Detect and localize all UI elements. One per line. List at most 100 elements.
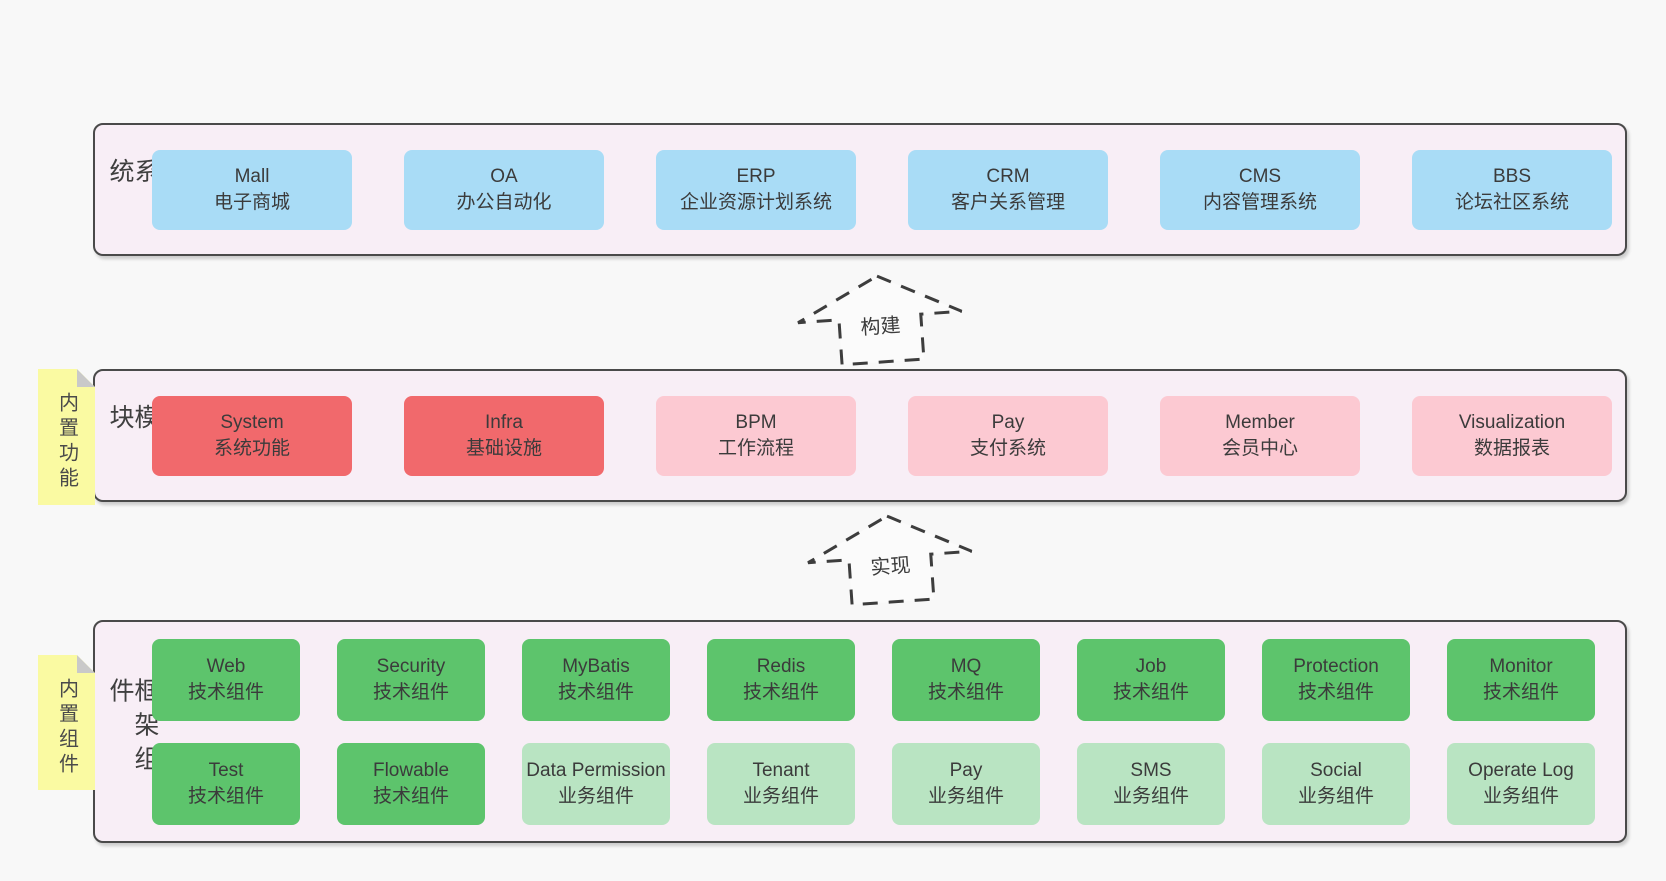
box-operate-log: Operate Log 业务组件 bbox=[1447, 742, 1595, 825]
box-en-label: Visualization bbox=[1458, 411, 1566, 433]
box-en-label: Test bbox=[208, 759, 244, 781]
box-en-label: Infra bbox=[484, 411, 524, 433]
layer-business-systems: 业务系统 Mall电子商城OA办公自动化ERP企业资源计划系统CRM客户关系管理… bbox=[93, 123, 1627, 256]
box-zh-label: 技术组件 bbox=[187, 681, 264, 703]
box-zh-label: 支付系统 bbox=[969, 437, 1046, 459]
box-en-label: Monitor bbox=[1489, 655, 1553, 677]
box-system: System 系统功能 bbox=[152, 395, 352, 476]
box-zh-label: 技术组件 bbox=[372, 785, 449, 807]
box-row: System 系统功能 Infra 基础设施 BPM 工作流程 Pay 支付系统 Member 会… bbox=[152, 395, 1619, 476]
box-en-label: Pay bbox=[991, 411, 1025, 433]
box-protection: Protection 技术组件 bbox=[1262, 638, 1410, 721]
box-web: Web 技术组件 bbox=[152, 638, 300, 721]
box-zh-label: 业务组件 bbox=[1297, 785, 1374, 807]
box-member: Member 会员中心 bbox=[1160, 395, 1360, 476]
box-visualization: Visualization 数据报表 bbox=[1412, 395, 1612, 476]
box-row: Mall 电子商城 OA 办公自动化 ERP 企业资源计划系统 CRM 客户关系管理 CMS 内容… bbox=[152, 149, 1619, 230]
box-zh-label: 内容管理系统 bbox=[1202, 191, 1317, 213]
box-cms: CMS 内容管理系统 bbox=[1160, 149, 1360, 230]
box-zh-label: 业务组件 bbox=[1482, 785, 1559, 807]
box-zh-label: 业务组件 bbox=[927, 785, 1004, 807]
box-zh-label: 业务组件 bbox=[742, 785, 819, 807]
box-zh-label: 技术组件 bbox=[187, 785, 264, 807]
box-zh-label: 业务组件 bbox=[557, 785, 634, 807]
sticky-note-built-in-components-label: 内置组件 bbox=[55, 677, 78, 778]
box-en-label: System bbox=[220, 411, 284, 433]
common-modules-boxes: System 系统功能 Infra 基础设施 BPM 工作流程 Pay 支付系统 Member 会… bbox=[152, 371, 1619, 500]
box-en-label: Operate Log bbox=[1468, 759, 1574, 781]
box-en-label: Tenant bbox=[752, 759, 810, 781]
box-zh-label: 技术组件 bbox=[742, 681, 819, 703]
box-en-label: Data Permission bbox=[526, 759, 666, 781]
box-sms: SMS 业务组件 bbox=[1077, 742, 1225, 825]
box-en-label: Web bbox=[206, 655, 246, 677]
box-en-label: CRM bbox=[986, 165, 1030, 187]
box-zh-label: 论坛社区系统 bbox=[1454, 191, 1569, 213]
box-bbs: BBS 论坛社区系统 bbox=[1412, 149, 1612, 230]
box-zh-label: 办公自动化 bbox=[456, 191, 552, 213]
box-en-label: MyBatis bbox=[562, 655, 630, 677]
box-en-label: CMS bbox=[1238, 165, 1282, 187]
box-zh-label: 技术组件 bbox=[372, 681, 449, 703]
box-zh-label: 技术组件 bbox=[1297, 681, 1374, 703]
box-zh-label: 数据报表 bbox=[1473, 437, 1550, 459]
box-zh-label: 技术组件 bbox=[1482, 681, 1559, 703]
box-en-label: MQ bbox=[950, 655, 982, 677]
box-oa: OA 办公自动化 bbox=[404, 149, 604, 230]
box-crm: CRM 客户关系管理 bbox=[908, 149, 1108, 230]
box-monitor: Monitor 技术组件 bbox=[1447, 638, 1595, 721]
box-zh-label: 基础设施 bbox=[465, 437, 542, 459]
box-redis: Redis 技术组件 bbox=[707, 638, 855, 721]
box-zh-label: 企业资源计划系统 bbox=[679, 191, 832, 213]
box-zh-label: 电子商城 bbox=[213, 191, 290, 213]
box-infra: Infra 基础设施 bbox=[404, 395, 604, 476]
box-en-label: ERP bbox=[736, 165, 776, 187]
box-mall: Mall 电子商城 bbox=[152, 149, 352, 230]
box-tenant: Tenant 业务组件 bbox=[707, 742, 855, 825]
box-zh-label: 业务组件 bbox=[1112, 785, 1189, 807]
sticky-note-built-in-features-label: 内置功能 bbox=[55, 392, 78, 492]
box-job: Job 技术组件 bbox=[1077, 638, 1225, 721]
box-zh-label: 会员中心 bbox=[1221, 437, 1298, 459]
box-en-label: BPM bbox=[735, 411, 777, 433]
box-erp: ERP 企业资源计划系统 bbox=[656, 149, 856, 230]
box-pay: Pay 业务组件 bbox=[892, 742, 1040, 825]
box-en-label: Job bbox=[1135, 655, 1167, 677]
box-mq: MQ 技术组件 bbox=[892, 638, 1040, 721]
box-zh-label: 客户关系管理 bbox=[950, 191, 1065, 213]
arrow-implement-label: 实现 bbox=[866, 548, 915, 581]
box-zh-label: 工作流程 bbox=[717, 437, 794, 459]
box-en-label: Protection bbox=[1293, 655, 1379, 677]
box-bpm: BPM 工作流程 bbox=[656, 395, 856, 476]
box-en-label: SMS bbox=[1130, 759, 1172, 781]
layer-label-framework-components: 框架组件 bbox=[106, 676, 159, 779]
box-en-label: Security bbox=[376, 655, 446, 677]
arrow-build-label: 构建 bbox=[856, 308, 905, 341]
box-social: Social 业务组件 bbox=[1262, 742, 1410, 825]
box-zh-label: 技术组件 bbox=[1112, 681, 1189, 703]
box-en-label: Mall bbox=[234, 165, 270, 187]
box-zh-label: 技术组件 bbox=[927, 681, 1004, 703]
arrow-implement: 实现 bbox=[797, 506, 983, 612]
business-systems-boxes: Mall 电子商城 OA 办公自动化 ERP 企业资源计划系统 CRM 客户关系管理 CMS 内容… bbox=[152, 125, 1619, 254]
box-en-label: Pay bbox=[949, 759, 983, 781]
box-en-label: Social bbox=[1310, 759, 1362, 781]
box-pay: Pay 支付系统 bbox=[908, 395, 1108, 476]
box-en-label: Redis bbox=[756, 655, 806, 677]
box-data-permission: Data Permission 业务组件 bbox=[522, 742, 670, 825]
box-security: Security 技术组件 bbox=[337, 638, 485, 721]
box-en-label: BBS bbox=[1492, 165, 1532, 187]
box-en-label: OA bbox=[490, 165, 518, 187]
arrow-build: 构建 bbox=[787, 266, 973, 372]
sticky-note-built-in-features: 内置功能 bbox=[38, 369, 95, 505]
layer-common-modules: 通用模块 System系统功能Infra基础设施BPM工作流程Pay支付系统Me… bbox=[93, 369, 1627, 502]
box-zh-label: 系统功能 bbox=[213, 437, 290, 459]
box-en-label: Member bbox=[1225, 411, 1295, 433]
